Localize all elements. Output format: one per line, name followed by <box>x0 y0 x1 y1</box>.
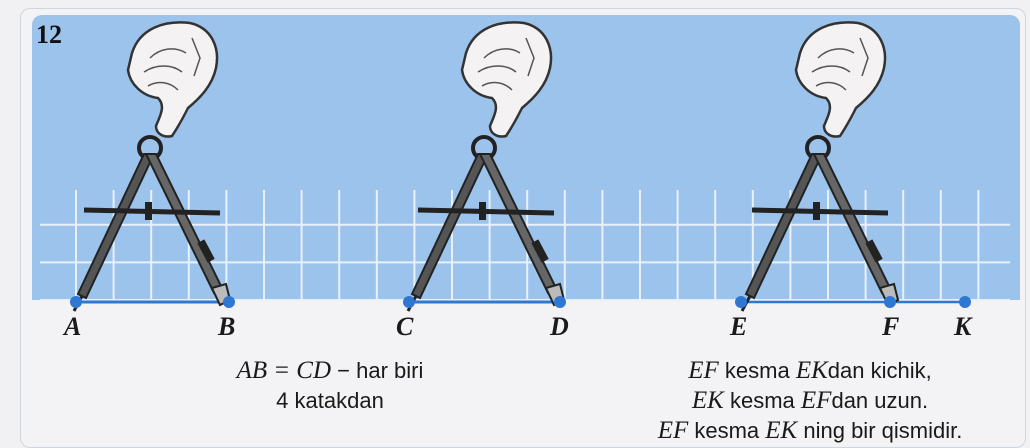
point-c <box>403 296 415 308</box>
label-a: A <box>64 312 82 341</box>
point-k <box>959 296 971 308</box>
label-b: B <box>218 312 236 341</box>
caption-right-line3: EF kesma EK ning bir qismidir. <box>657 417 963 444</box>
point-e <box>735 296 747 308</box>
caption-right-line1: EF kesma EKdan kichik, <box>688 357 932 384</box>
caption-right-line2: EK kesma EFdan uzun. <box>691 387 929 414</box>
point-b <box>223 296 235 308</box>
hand-icon <box>794 21 887 138</box>
label-c: C <box>396 312 414 341</box>
caption-left-line2: 4 katakdan <box>276 388 384 413</box>
caption-left-line1: AB = CD − har biri <box>236 357 424 384</box>
point-f <box>884 296 896 308</box>
hand-icon <box>126 21 219 138</box>
label-k: K <box>954 312 972 341</box>
hand-icon <box>460 21 553 138</box>
figure-number: 12 <box>36 20 62 49</box>
label-d: D <box>550 312 569 341</box>
caption-right: EF kesma EKdan kichik, EK kesma EFdan uz… <box>600 356 1020 446</box>
label-e: E <box>730 312 748 341</box>
point-d <box>554 296 566 308</box>
caption-left: AB = CD − har biri 4 katakdan <box>180 356 480 416</box>
label-f: F <box>882 312 900 341</box>
point-a <box>70 296 82 308</box>
